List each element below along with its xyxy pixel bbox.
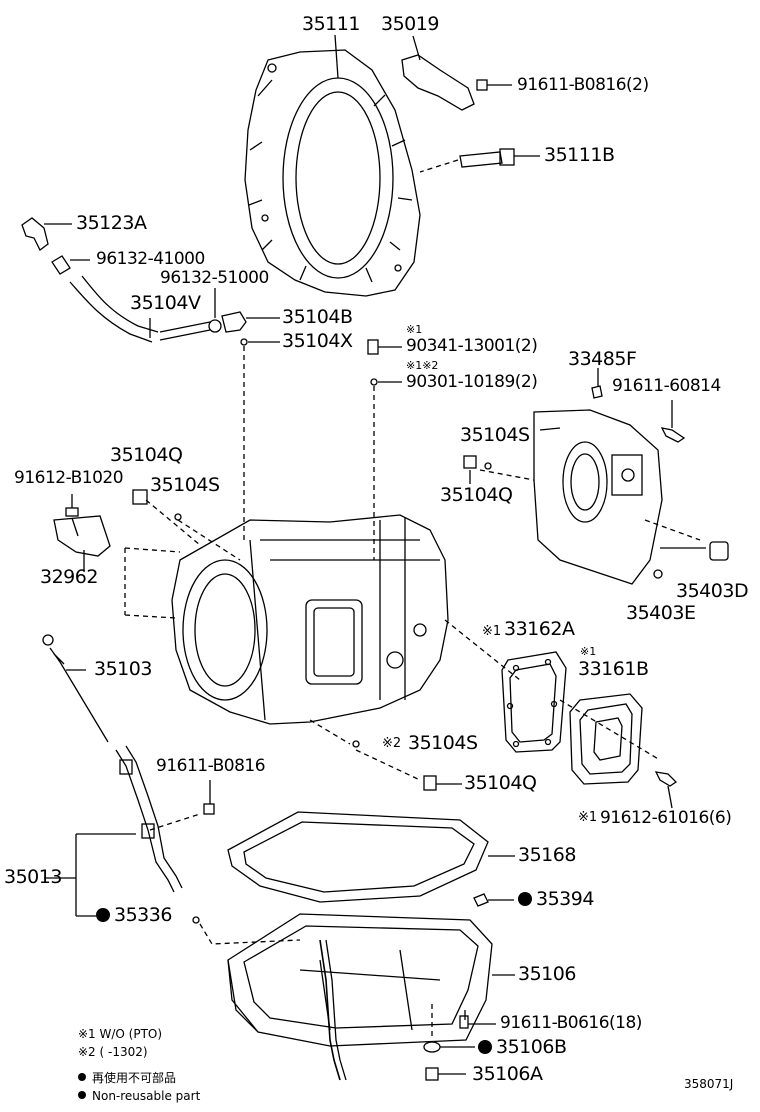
label-35104x: 35104X [282,330,353,352]
gasket-35106b [423,1004,475,1053]
clamp-96132-51000 [159,288,222,341]
hose-35104v [69,275,159,343]
label-35106a: 35106A [472,1063,543,1085]
bolt-91611-60814 [660,400,686,443]
cover-33161b [569,693,643,785]
label-35013: 35013 [4,866,62,888]
diagram-id: 358071J [684,1077,734,1091]
mark-33161b: ※1 [580,645,597,658]
plug-35104q-lower [423,775,437,791]
label-35106: 35106 [518,963,576,985]
gasket-33162a [501,651,567,753]
label-32962: 32962 [40,566,98,588]
plug-33485f [591,368,603,399]
bell-housing-35111 [244,49,421,297]
label-35104s-upper: 35104S [460,424,530,446]
o-ring-35104s-lower [352,740,360,748]
bolt-91612-61016 [654,771,678,809]
bolt-91611-b0616 [459,1015,496,1029]
plug-35106a [425,1067,466,1081]
mark-91612-61016: ※1 [578,810,598,825]
o-ring-35336 [192,916,200,924]
label-91612-b1020: 91612-B1020 [14,468,124,488]
label-35168: 35168 [518,844,576,866]
label-35019: 35019 [381,13,439,35]
non-reusable-dot-35106b [478,1040,492,1054]
non-reusable-legend-dot-jp [78,1073,86,1081]
label-35104q-right: 35104Q [440,484,513,506]
mark-90341: ※1 [406,323,423,336]
label-35106b: 35106B [478,1038,567,1057]
note-without-pto: ※1 W/O (PTO) [78,1027,163,1041]
bracket-line-35013 [44,833,136,917]
label-35111b: 35111B [544,144,615,166]
label-35104s-lower: 35104S [408,732,478,754]
non-reusable-legend-dot-en [78,1091,86,1099]
label-96132-51000: 96132-51000 [160,268,269,288]
magnet-35394 [473,893,514,907]
oil-pan-35106 [227,913,515,1081]
transmission-case [124,514,449,725]
label-35336: 35336 [96,906,172,925]
dipstick-35103 [42,634,109,743]
filler-tube-35013 [115,745,201,893]
mark-90301: ※1※2 [406,359,439,372]
non-reusable-dot-35394 [518,892,532,906]
label-91612-61016: 91612-61016(6) [600,808,732,828]
mark-35104s-lower: ※2 [382,736,402,751]
plug-90341-13001 [367,339,402,560]
label-91611-b0816-2: 91611-B0816(2) [517,75,649,95]
label-35394: 35394 [518,890,594,909]
label-35123a: 35123A [76,212,147,234]
label-35103: 35103 [94,658,152,680]
label-35403e: 35403E [626,602,696,624]
non-reusable-dot-35336 [96,908,110,922]
clamp-96132-41000 [51,255,90,275]
label-33162a: 33162A [504,618,575,640]
label-91611-60814: 91611-60814 [612,376,721,396]
note-production-range: ※2 ( -1302) [78,1045,148,1059]
label-33485f: 33485F [568,348,637,370]
label-35104q-lower: 35104Q [464,772,537,794]
label-35111: 35111 [302,13,360,35]
leader-35104s-lower [309,719,351,745]
plug-35104q-right [463,455,492,484]
bolt-91611-b0816-top [476,79,512,91]
cover-35019 [401,54,475,111]
label-33161b: 33161B [578,658,649,680]
label-35104v: 35104V [130,292,201,314]
gasket-35168 [227,811,515,903]
bolt-91611-b0816-mid [203,780,215,815]
label-35104s-left: 35104S [150,474,220,496]
label-91611-b0816: 91611-B0816 [156,756,266,776]
bolt-35111b [419,148,540,173]
elbow-35123a [21,217,72,251]
bracket-32962 [53,494,111,572]
note-non-reusable-en: Non-reusable part [78,1090,200,1102]
label-35403d: 35403D [676,580,749,602]
label-96132-41000: 96132-41000 [96,249,205,269]
mark-33162a: ※1 [482,624,502,639]
label-90301-10189: 90301-10189(2) [406,372,538,392]
label-35104b: 35104B [282,306,353,328]
o-ring-35403e [653,569,663,579]
o-ring-35104x [240,338,248,346]
note-non-reusable-jp: 再使用不可部品 [78,1072,176,1084]
union-35104b [221,311,280,333]
label-91611-b0616: 91611-B0616(18) [500,1013,642,1033]
label-35104q-left: 35104Q [110,444,183,466]
pto-cover-assembly [533,409,701,585]
plug-35403d [709,541,729,561]
label-90341-13001: 90341-13001(2) [406,336,538,356]
